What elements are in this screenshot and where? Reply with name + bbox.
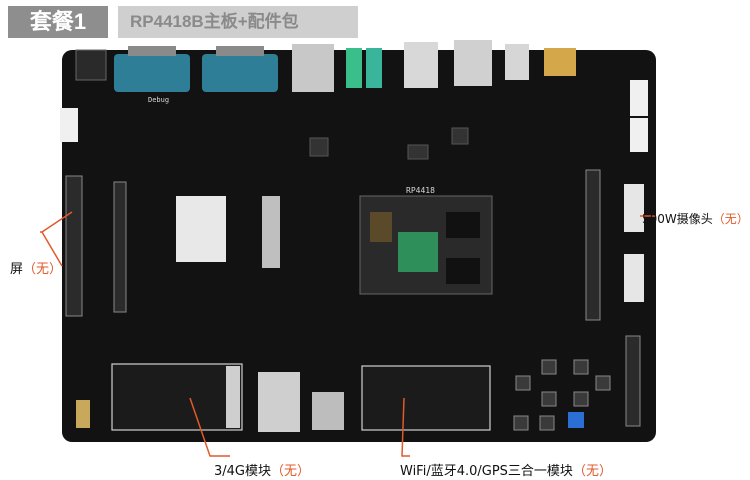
wifi-module-slot xyxy=(361,365,491,431)
pin-header-left xyxy=(65,175,83,317)
usb-port-1 xyxy=(404,42,438,88)
serial-port-1 xyxy=(114,54,190,92)
ram-chip-1 xyxy=(446,212,480,238)
side-connector-3 xyxy=(60,108,78,142)
ethernet-port xyxy=(292,44,334,92)
soc-chip xyxy=(398,232,438,272)
audio-jack-teal xyxy=(366,48,382,88)
pin-header-inner xyxy=(113,181,127,313)
usb-port-3 xyxy=(505,44,529,80)
camera-callout-text: 500W摄像头 xyxy=(642,212,713,226)
minipcie-slot xyxy=(111,363,243,431)
sim-slot xyxy=(258,372,300,432)
sd-slot xyxy=(312,392,344,430)
pin-header-right xyxy=(585,169,601,321)
usb-port-2 xyxy=(454,40,492,86)
wifi-callout: WiFi/蓝牙4.0/GPS三合一模块（无） xyxy=(400,460,612,479)
camera-callout: 500W摄像头（无） xyxy=(642,210,749,227)
package-title: RP4418B主板+配件包 xyxy=(118,6,358,38)
pin-header-bottom-right xyxy=(625,335,641,427)
fpc-connector xyxy=(262,196,280,268)
antenna-connector xyxy=(76,400,90,428)
module-4g-callout: 3/4G模块（无） xyxy=(214,460,310,479)
wifi-callout-note: （无） xyxy=(572,464,612,479)
screen-callout-text: 屏 xyxy=(10,262,24,277)
screen-callout: 屏（无） xyxy=(10,258,62,277)
wifi-callout-text: WiFi/蓝牙4.0/GPS三合一模块 xyxy=(400,464,573,479)
camera-connector-1 xyxy=(624,184,644,232)
pmic xyxy=(370,212,392,242)
wifi-callout-line xyxy=(401,397,410,457)
package-tag: 套餐1 xyxy=(8,6,108,38)
hdmi-port xyxy=(544,48,576,76)
module-4g-callout-text: 3/4G模块 xyxy=(214,464,271,479)
camera-connector-2 xyxy=(624,254,644,302)
blue-switch xyxy=(568,412,584,428)
soc-silkscreen: RP4418 xyxy=(406,186,435,195)
battery-holder xyxy=(176,196,226,262)
serial-port-2 xyxy=(202,54,278,92)
screen-callout-note: （无） xyxy=(23,262,63,277)
debug-silkscreen: Debug xyxy=(148,96,170,104)
ram-chip-2 xyxy=(446,258,480,284)
side-connector-1 xyxy=(630,80,648,116)
audio-jack-green xyxy=(346,48,362,88)
camera-callout-note: （无） xyxy=(712,212,749,226)
side-connector-2 xyxy=(630,118,648,152)
power-jack xyxy=(75,49,107,81)
module-4g-callout-note: （无） xyxy=(271,464,311,479)
module-4g-callout-line xyxy=(189,397,230,457)
